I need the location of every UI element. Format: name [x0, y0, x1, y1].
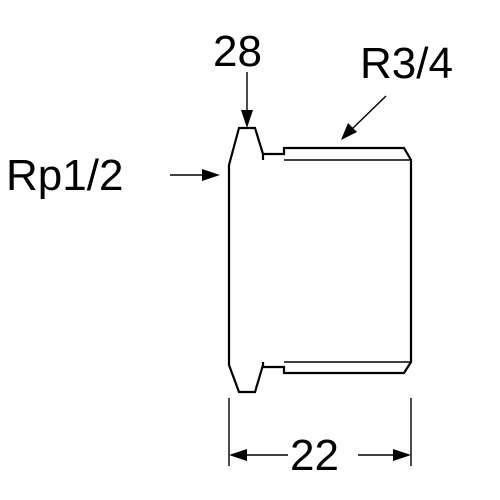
fitting-outline [227, 126, 413, 394]
hex-head-profile [227, 126, 265, 394]
label-r3-4: R3/4 [360, 39, 453, 88]
leader-r3-4 [351, 95, 387, 130]
arrowhead-28 [241, 110, 253, 128]
dimension-28: 28 [213, 27, 262, 128]
body-top-edge [263, 146, 413, 375]
label-22: 22 [290, 431, 339, 480]
label-rp1-2: Rp1/2 [6, 151, 123, 200]
arrowhead-22-right [393, 449, 411, 461]
label-28: 28 [213, 27, 262, 76]
dimension-r3-4: R3/4 [341, 39, 453, 140]
arrowhead-22-left [229, 449, 247, 461]
arrowhead-rp1-2 [202, 169, 220, 181]
dimension-rp1-2: Rp1/2 [6, 151, 220, 200]
arrowhead-r3-4 [341, 123, 357, 140]
dimension-22: 22 [228, 398, 412, 480]
